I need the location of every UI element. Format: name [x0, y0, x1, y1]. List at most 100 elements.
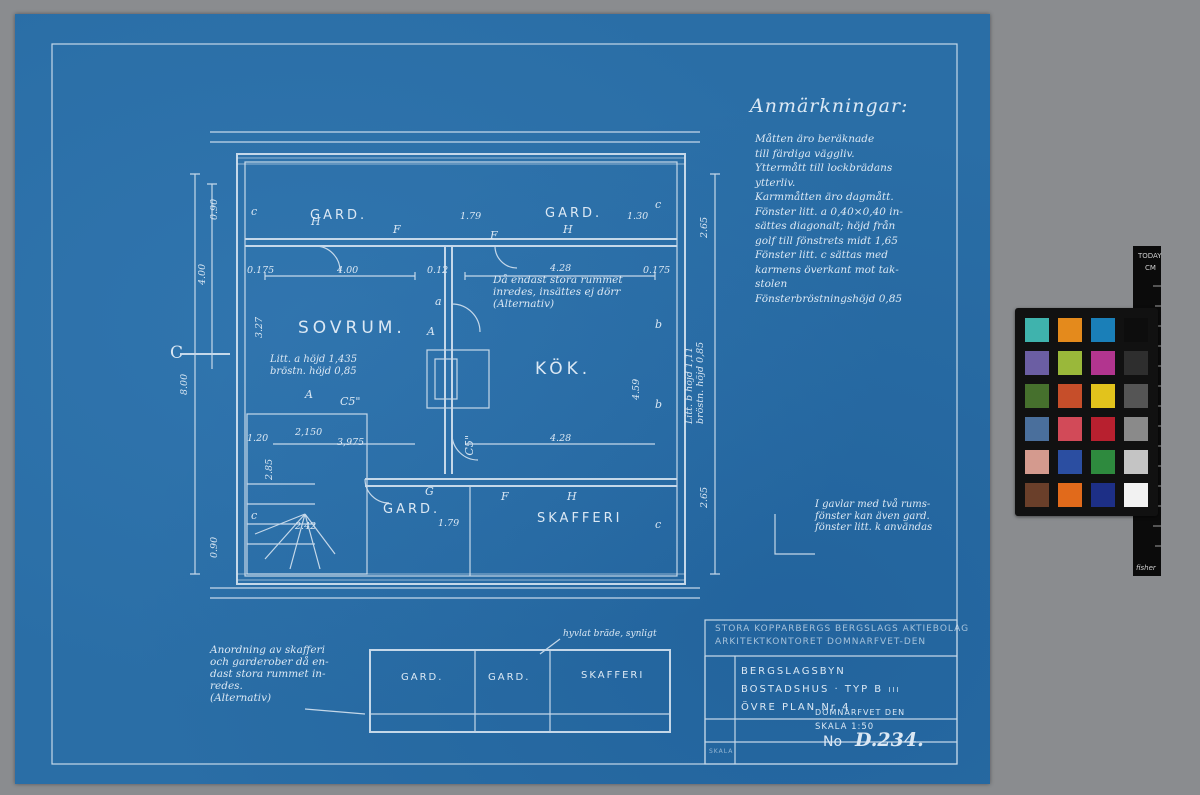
dim-right-lower: 2.65 [699, 486, 711, 509]
color-patch [1025, 318, 1049, 342]
color-patch [1091, 417, 1115, 441]
dim-c5-2: C5" [462, 435, 476, 456]
color-patch [1058, 384, 1082, 408]
roof-bottom-outline [210, 587, 700, 599]
label-b-2: b [655, 318, 663, 331]
color-patch [1124, 351, 1148, 375]
color-patch [1091, 450, 1115, 474]
door-arc-4 [451, 433, 479, 461]
label-a-2: A [305, 388, 313, 401]
stair-treads [247, 483, 315, 545]
dim-wall-2: 0.12 [427, 265, 449, 276]
color-patch [1058, 318, 1082, 342]
title-company-line-2: ARKITEKTKONTORET DOMNARFVET-DEN [715, 637, 927, 647]
title-scale: SKALA 1:50 [815, 722, 875, 732]
room-label-gard-3: GARD. [383, 502, 441, 517]
dim-stair-width: 2.42 [295, 521, 317, 532]
dim-wardrobe-3: 1.30 [627, 211, 649, 222]
section-marker-c: C [170, 343, 184, 363]
color-patch [1025, 351, 1049, 375]
ruler-brand: TODAY [1138, 252, 1162, 260]
dim-kok-width: 4.28 [550, 263, 572, 274]
label-f-1: F [393, 223, 401, 236]
flue [434, 358, 458, 400]
door-arc-1 [314, 245, 341, 273]
label-h-2: H [563, 223, 573, 236]
color-patch [1058, 450, 1082, 474]
label-c-3: c [251, 205, 258, 218]
label-f-3: F [501, 490, 509, 503]
dim-stair-top: 1.20 [247, 433, 269, 444]
color-patch [1124, 318, 1148, 342]
dim-wall-1: 0.175 [247, 265, 275, 276]
chimney [426, 349, 490, 409]
dim-stair-side: 2.85 [264, 458, 276, 481]
dim-wardrobe-2: 1.79 [438, 518, 460, 529]
dim-wardrobe-1: 1.79 [460, 211, 482, 222]
alt-plan-outline [369, 649, 671, 733]
label-c-4: c [251, 509, 258, 522]
title-project: BERGSLAGSBYN [741, 666, 846, 677]
label-f-2: F [490, 229, 498, 242]
title-company-line-1: STORA KOPPARBERGS BERGSLAGS AKTIEBOLAG [715, 624, 970, 634]
alt-plan-gard-1: GARD. [401, 672, 444, 683]
door-arc-2 [494, 245, 518, 269]
pantry-wall [365, 478, 677, 487]
color-patch [1124, 450, 1148, 474]
color-patch [1091, 351, 1115, 375]
color-patch [1058, 351, 1082, 375]
room-label-skafferi: SKAFFERI [537, 511, 623, 526]
label-h-1: H [311, 215, 321, 228]
room-label-gard-1: GARD. [310, 208, 368, 223]
blueprint-sheet: Anmärkningar: Måtten äro beräknade till … [15, 14, 990, 784]
title-plan: ÖVRE PLAN Nr 4 [741, 702, 851, 713]
dim-line-sovrum [264, 272, 416, 280]
winder-treads [254, 513, 336, 570]
color-patch [1124, 483, 1148, 507]
color-patch [1058, 417, 1082, 441]
dim-right-upper: 2.65 [699, 216, 711, 239]
dim-sovrum-depth: 4.00 [197, 263, 209, 286]
label-b-1: b [655, 398, 663, 411]
title-block-rows [705, 655, 957, 743]
leader-hyvlat [539, 638, 561, 655]
dim-line-kok [464, 272, 656, 280]
dim-eave-bottom: 0.90 [209, 536, 221, 559]
alt-plan-skafferi: SKAFFERI [581, 670, 645, 681]
dim-c5-1: C5" [340, 395, 361, 408]
note-planed-board: hyvlat bräde, synligt [563, 629, 657, 639]
label-g: G [425, 485, 434, 498]
title-scale-small: SKALA [709, 748, 734, 755]
dim-line-800 [190, 173, 200, 575]
color-patch [1124, 384, 1148, 408]
notes-title: Anmärkningar: [750, 95, 909, 117]
leader-anordning [304, 708, 366, 715]
title-type-suffix: III [888, 686, 901, 694]
roof-top-outline [210, 131, 700, 143]
color-patch [1091, 384, 1115, 408]
alt-plan-gard-2: GARD. [488, 672, 531, 683]
title-block-cols [704, 656, 736, 764]
color-patch [1091, 483, 1115, 507]
dim-kok-width-bottom: 4.28 [550, 433, 572, 444]
note-window-b: Litt. b höjd 1,11 bröstn. höjd 0,85 [684, 341, 706, 424]
drawing-border [51, 43, 958, 765]
ruler-unit: CM [1145, 264, 1156, 272]
color-patch [1025, 417, 1049, 441]
dim-stair-2: 3,975 [337, 437, 365, 448]
alt-plan-dividers [474, 650, 551, 732]
color-patch [1025, 384, 1049, 408]
room-label-gard-2: GARD. [545, 206, 603, 221]
wardrobe-wall-top [245, 238, 677, 247]
dim-line-400 [207, 183, 217, 369]
gavel-detail [774, 514, 815, 555]
ruler-maker: fisher [1136, 564, 1156, 572]
label-a-1: A [427, 325, 435, 338]
dim-sovrum-inner: 3.27 [254, 316, 266, 339]
note-gable-windows: I gavlar med två rums- fönster kan även … [815, 499, 933, 533]
dim-kok-depth: 4.59 [631, 378, 643, 401]
wall-hatching [237, 157, 685, 581]
title-number-prefix: No [823, 734, 843, 750]
dim-eave-top: 0.90 [209, 198, 221, 221]
label-c-1: c [655, 198, 662, 211]
